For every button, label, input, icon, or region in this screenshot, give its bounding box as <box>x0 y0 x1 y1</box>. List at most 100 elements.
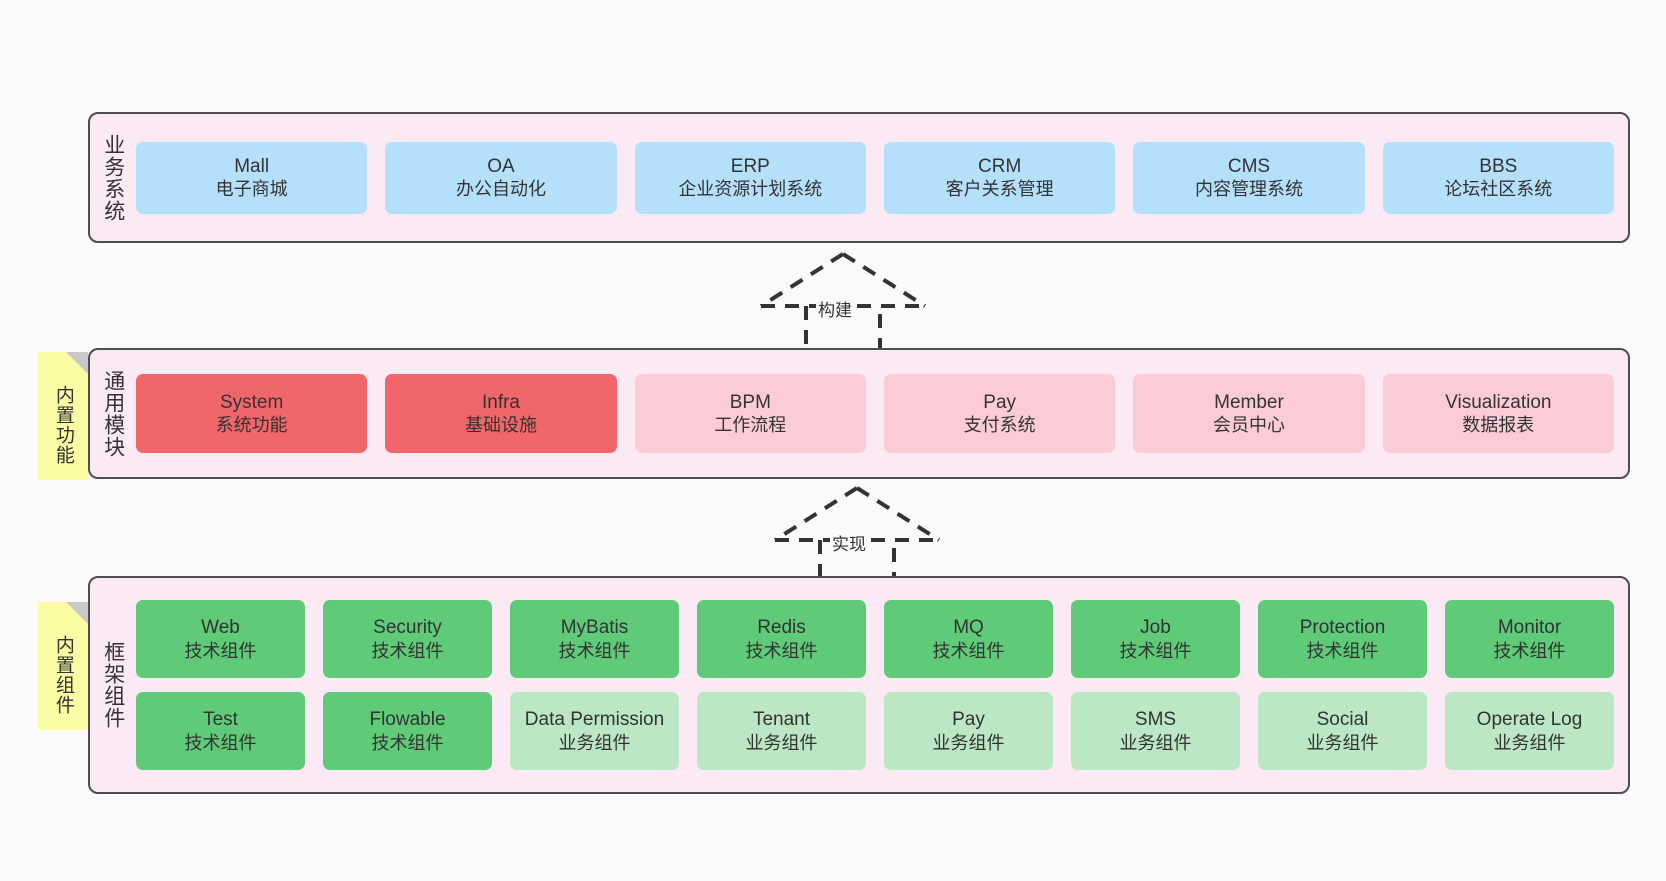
card-name: SMS <box>1134 709 1177 731</box>
arrow-implement-label: 实现 <box>830 530 868 555</box>
card-desc: 业务组件 <box>1493 732 1566 753</box>
framework-card-job[interactable]: Job 技术组件 <box>1071 600 1240 678</box>
arrow-build-label: 构建 <box>816 296 854 321</box>
card-desc: 业务组件 <box>1306 732 1379 753</box>
common-card-system[interactable]: System 系统功能 <box>136 374 368 453</box>
framework-card-mq[interactable]: MQ 技术组件 <box>884 600 1053 678</box>
card-name: BBS <box>1479 155 1518 177</box>
layer-common-module: 通用模块 System 系统功能 Infra 基础设施 BPM 工作流程 Pay… <box>88 348 1630 479</box>
business-card-bbs[interactable]: BBS 论坛社区系统 <box>1382 141 1614 214</box>
framework-card-operate-log[interactable]: Operate Log 业务组件 <box>1445 692 1614 770</box>
framework-card-data-permission[interactable]: Data Permission 业务组件 <box>510 692 679 770</box>
card-name: Pay <box>983 391 1017 413</box>
card-desc: 技术组件 <box>184 640 257 661</box>
common-card-bpm[interactable]: BPM 工作流程 <box>634 374 866 453</box>
card-desc: 技术组件 <box>1493 640 1566 661</box>
card-name: CMS <box>1227 155 1271 177</box>
card-name: Data Permission <box>524 709 665 731</box>
sticky-fold-icon <box>66 352 88 374</box>
framework-card-web[interactable]: Web 技术组件 <box>136 600 305 678</box>
card-desc: 基础设施 <box>464 415 537 436</box>
card-name: BPM <box>729 391 771 413</box>
framework-card-tenant[interactable]: Tenant 业务组件 <box>697 692 866 770</box>
framework-card-social[interactable]: Social 业务组件 <box>1258 692 1427 770</box>
card-name: CRM <box>978 155 1022 177</box>
layer-business-body: Mall 电子商城 OA 办公自动化 ERP 企业资源计划系统 CRM 客户关系… <box>136 114 1628 241</box>
card-desc: 电子商城 <box>215 179 288 200</box>
sticky-note-builtin-component: 内置组件 <box>38 602 88 730</box>
card-desc: 技术组件 <box>1119 640 1192 661</box>
common-card-member[interactable]: Member 会员中心 <box>1133 374 1365 453</box>
card-desc: 技术组件 <box>371 640 444 661</box>
card-name: MyBatis <box>560 617 629 639</box>
card-desc: 客户关系管理 <box>945 179 1054 200</box>
card-desc: 业务组件 <box>558 732 631 753</box>
sticky-note-builtin-function: 内置功能 <box>38 352 88 480</box>
common-card-infra[interactable]: Infra 基础设施 <box>385 374 617 453</box>
card-desc: 会员中心 <box>1212 415 1285 436</box>
framework-card-security[interactable]: Security 技术组件 <box>323 600 492 678</box>
common-card-row: System 系统功能 Infra 基础设施 BPM 工作流程 Pay 支付系统… <box>136 374 1614 453</box>
card-name: MQ <box>953 617 984 639</box>
card-name: Operate Log <box>1476 709 1583 731</box>
card-desc: 企业资源计划系统 <box>678 179 823 200</box>
card-desc: 工作流程 <box>714 415 787 436</box>
framework-card-redis[interactable]: Redis 技术组件 <box>697 600 866 678</box>
framework-card-test[interactable]: Test 技术组件 <box>136 692 305 770</box>
card-desc: 业务组件 <box>932 732 1005 753</box>
card-desc: 业务组件 <box>745 732 818 753</box>
card-desc: 数据报表 <box>1462 415 1535 436</box>
business-card-crm[interactable]: CRM 客户关系管理 <box>883 141 1116 214</box>
business-card-oa[interactable]: OA 办公自动化 <box>385 141 617 214</box>
framework-card-monitor[interactable]: Monitor 技术组件 <box>1445 600 1614 678</box>
framework-tech-row: Web 技术组件 Security 技术组件 MyBatis 技术组件 Redi… <box>136 600 1614 678</box>
card-name: System <box>219 391 284 413</box>
framework-card-sms[interactable]: SMS 业务组件 <box>1071 692 1240 770</box>
common-card-pay[interactable]: Pay 支付系统 <box>883 374 1116 453</box>
business-card-mall[interactable]: Mall 电子商城 <box>136 141 368 214</box>
layer-common-body: System 系统功能 Infra 基础设施 BPM 工作流程 Pay 支付系统… <box>136 350 1628 477</box>
layer-business-system: 业务系统 Mall 电子商城 OA 办公自动化 ERP 企业资源计划系统 CRM… <box>88 112 1630 243</box>
layer-business-title: 业务系统 <box>101 133 125 222</box>
layer-framework-title: 框架组件 <box>101 641 125 729</box>
framework-card-protection[interactable]: Protection 技术组件 <box>1258 600 1427 678</box>
business-card-erp[interactable]: ERP 企业资源计划系统 <box>634 141 866 214</box>
card-name: OA <box>487 155 515 177</box>
framework-biz-row: Test 技术组件 Flowable 技术组件 Data Permission … <box>136 692 1614 770</box>
card-desc: 技术组件 <box>184 732 257 753</box>
card-name: Redis <box>757 617 806 639</box>
card-desc: 支付系统 <box>963 415 1036 436</box>
card-desc: 系统功能 <box>215 415 288 436</box>
card-name: Tenant <box>752 709 811 731</box>
card-name: Social <box>1316 709 1369 731</box>
card-name: Job <box>1140 617 1171 639</box>
business-card-cms[interactable]: CMS 内容管理系统 <box>1133 141 1365 214</box>
card-name: Security <box>373 617 442 639</box>
card-desc: 技术组件 <box>558 640 631 661</box>
framework-card-mybatis[interactable]: MyBatis 技术组件 <box>510 600 679 678</box>
sticky-note-label: 内置组件 <box>52 635 74 715</box>
card-name: Test <box>203 709 238 731</box>
sticky-note-label: 内置功能 <box>52 385 74 465</box>
card-name: Flowable <box>369 709 446 731</box>
card-desc: 论坛社区系统 <box>1444 179 1553 200</box>
card-name: Web <box>201 617 240 639</box>
card-desc: 技术组件 <box>745 640 818 661</box>
card-name: Member <box>1214 391 1284 413</box>
card-desc: 技术组件 <box>1306 640 1379 661</box>
common-card-visualization[interactable]: Visualization 数据报表 <box>1382 374 1614 453</box>
arrow-build: 构建 <box>748 248 938 358</box>
sticky-fold-icon <box>66 602 88 624</box>
card-desc: 技术组件 <box>371 732 444 753</box>
card-desc: 内容管理系统 <box>1194 179 1303 200</box>
card-name: Visualization <box>1445 391 1552 413</box>
card-desc: 业务组件 <box>1119 732 1192 753</box>
framework-card-flowable[interactable]: Flowable 技术组件 <box>323 692 492 770</box>
card-name: ERP <box>730 155 770 177</box>
layer-common-title: 通用模块 <box>101 369 125 458</box>
layer-framework-component: 框架组件 Web 技术组件 Security 技术组件 MyBatis 技术组件… <box>88 576 1630 794</box>
layer-framework-body: Web 技术组件 Security 技术组件 MyBatis 技术组件 Redi… <box>136 578 1628 792</box>
card-desc: 技术组件 <box>932 640 1005 661</box>
framework-card-pay[interactable]: Pay 业务组件 <box>884 692 1053 770</box>
